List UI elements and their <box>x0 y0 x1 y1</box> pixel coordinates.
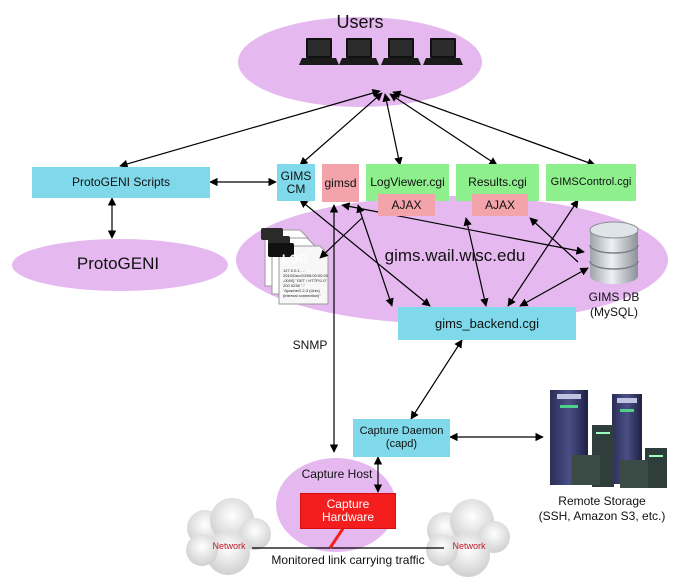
server-rack-icon <box>550 390 667 488</box>
backend-box: gims_backend.cgi <box>398 307 576 340</box>
gims-cm-box: GIMS CM <box>277 164 315 201</box>
laptop-icon <box>381 38 421 65</box>
capture-host-label: Capture Host <box>301 467 373 481</box>
snmp-label: SNMP <box>292 338 328 352</box>
monitored-link-label: Monitored link carrying traffic <box>271 553 425 567</box>
connectors <box>107 89 596 493</box>
protogeni-scripts-box: ProtoGENI Scripts <box>32 167 210 198</box>
network-label-right: Network <box>452 541 486 551</box>
laptop-icon <box>339 38 379 65</box>
protogeni-label: ProtoGENI <box>76 254 160 273</box>
log-line: (internal connection)" <box>283 293 321 298</box>
protogeni-ellipse <box>12 239 228 291</box>
capture-hardware-box: Capture Hardware <box>300 493 396 529</box>
users-label: Users <box>336 12 384 32</box>
server-label: gims.wail.wisc.edu <box>384 246 526 265</box>
network-cloud-icon <box>186 498 271 575</box>
ajax-box-1: AJAX <box>378 194 435 216</box>
laptop-icon <box>423 38 463 65</box>
tap-line <box>328 526 346 549</box>
log-line: 200 9238 "-" <box>283 283 305 288</box>
gimsd-box: gimsd <box>322 164 359 202</box>
capture-daemon-box: Capture Daemon (capd) <box>353 419 450 457</box>
db-label: GIMS DB (MySQL) <box>588 290 640 319</box>
log-text: 127.0.0.1 - - 2010/Dec/20/06:00:00:00 -0… <box>283 268 329 298</box>
ajax-box-2: AJAX <box>472 194 528 216</box>
log-line: 127.0.0.1 - - <box>283 268 305 273</box>
laptop-icon <box>299 38 339 65</box>
database-icon <box>589 221 639 284</box>
network-label-left: Network <box>212 541 246 551</box>
log-line: 2010/Dec/20/06:00:00:00 <box>283 273 328 278</box>
log-tag: LOG <box>282 252 308 266</box>
remote-storage-label: Remote Storage (SSH, Amazon S3, etc.) <box>538 494 666 523</box>
log-line: -0000] "GET / HTTP/1.0" <box>283 278 327 283</box>
log-line: "Apache/2.2.3 (Unix) <box>283 288 320 293</box>
network-cloud-icon <box>426 499 510 577</box>
gimscontrol-box: GIMSControl.cgi <box>546 164 636 201</box>
